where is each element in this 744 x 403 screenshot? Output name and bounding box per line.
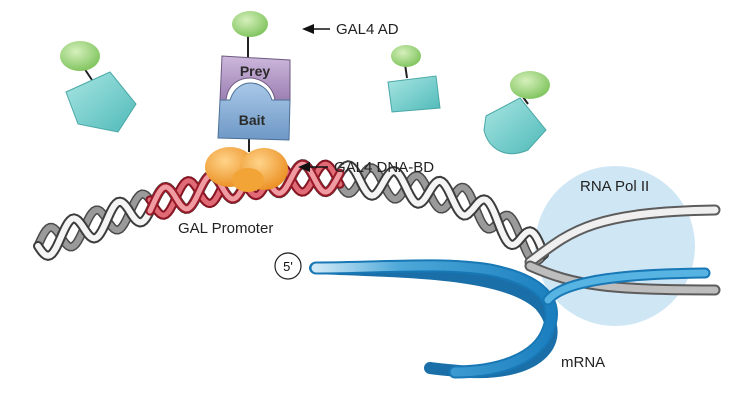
prey-label: Prey	[240, 63, 271, 79]
bait-label: Bait	[239, 112, 266, 128]
mrna-label: mRNA	[561, 354, 605, 371]
gal4-ad-on-prey	[232, 11, 268, 37]
bait-protein	[217, 82, 291, 141]
mrna-fill	[311, 261, 556, 377]
dna-double-helix	[33, 159, 549, 266]
rna-pol-ii-label: RNA Pol II	[580, 178, 649, 195]
prey-protein	[219, 55, 291, 101]
gal4-ad-pointer	[302, 24, 330, 34]
gal4-dna-bd-pointer	[298, 162, 328, 172]
free-prey-fragment-3	[483, 71, 550, 155]
five-prime-circle	[274, 252, 302, 280]
free-prey-fragment-2	[387, 45, 441, 113]
gal4-dna-binding-domain	[205, 147, 288, 192]
gal-promoter-label: GAL Promoter	[178, 220, 273, 237]
five-prime-label: 5'	[283, 259, 293, 274]
open-dna-strands	[524, 204, 721, 296]
gal4-ad-label: GAL4 AD	[336, 21, 399, 38]
gal4-dna-bd-label: GAL4 DNA-BD	[334, 159, 434, 176]
free-prey-fragment-1	[60, 41, 137, 133]
